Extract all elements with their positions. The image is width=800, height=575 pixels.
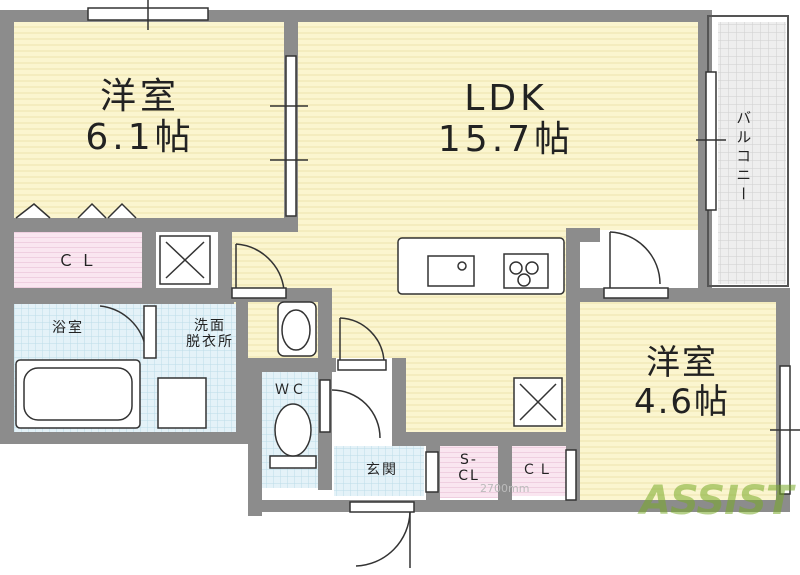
shoe-closet-label: S- CL bbox=[458, 452, 480, 485]
entrance-floor bbox=[334, 446, 424, 496]
closet-2-floor bbox=[510, 446, 566, 496]
assist-logo: ASSIST bbox=[640, 478, 793, 524]
washroom-label: 洗面 脱衣所 bbox=[186, 318, 234, 351]
fixtures bbox=[15, 235, 565, 469]
toilet-label: ＷＣ bbox=[275, 382, 307, 398]
bathroom-label: 浴室 bbox=[52, 320, 84, 336]
windows bbox=[87, 0, 800, 501]
entrance-label: 玄関 bbox=[366, 462, 398, 478]
western-room-1-floor bbox=[14, 20, 284, 218]
ldk-label: LDK 15.7帖 bbox=[437, 78, 575, 161]
closet-1-label: ＣＬ bbox=[57, 251, 102, 270]
ldk-floor bbox=[298, 22, 706, 230]
western-room-2-floor bbox=[580, 302, 780, 502]
dimension-mark: 2700mm bbox=[480, 482, 529, 495]
closet-1-floor bbox=[14, 232, 142, 288]
shoe-closet-floor bbox=[440, 446, 498, 498]
western-room-1-label: 洋室 6.1帖 bbox=[85, 76, 195, 159]
western-room-2-label: 洋室 4.6帖 bbox=[633, 343, 731, 423]
closet-rails bbox=[15, 202, 137, 219]
doors bbox=[99, 231, 669, 568]
balcony-floor bbox=[718, 22, 786, 284]
balcony-label: バルコニー bbox=[734, 110, 753, 205]
closet-2-label: ＣＬ bbox=[522, 462, 554, 478]
